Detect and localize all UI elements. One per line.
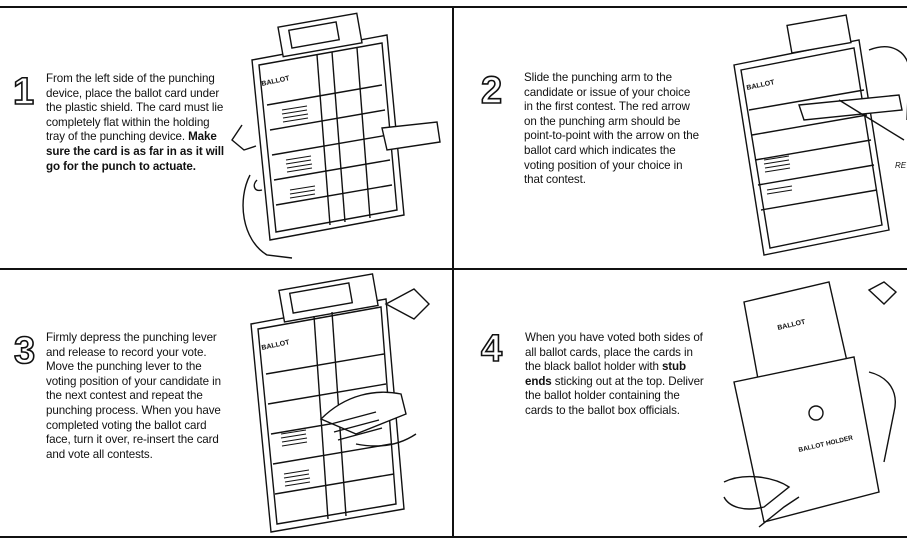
step-4-instructions: When you have voted both sides of all ba… [525, 331, 705, 419]
step-2-instructions: Slide the punching arm to the candidate … [524, 71, 699, 188]
punching-device-illustration-2: BALLOT RE [719, 10, 907, 260]
step-3-number: 3 [14, 332, 35, 370]
ballot-holder-illustration: BALLOT BALLOT HOLDER [704, 272, 904, 532]
step-2-number: 2 [481, 72, 502, 110]
step-3-text: Firmly depress the punching lever and re… [46, 331, 221, 461]
step-4-panel: 4 When you have voted both sides of all … [454, 270, 907, 536]
step-2-callout: RE [895, 161, 907, 170]
step-3-panel: 3 Firmly depress the punching lever and … [0, 270, 452, 536]
step-1-number: 1 [13, 73, 34, 111]
step-1-instructions: From the left side of the punching devic… [46, 72, 224, 174]
step-2-panel: 2 Slide the punching arm to the candidat… [454, 8, 907, 268]
step-4-number: 4 [481, 330, 502, 368]
step-2-text: Slide the punching arm to the candidate … [524, 71, 699, 186]
punching-device-illustration-3: BALLOT [236, 274, 436, 534]
step-4-text-continued: sticking out at the top. Deliver the bal… [525, 375, 704, 417]
step-3-instructions: Firmly depress the punching lever and re… [46, 331, 228, 462]
step-1-panel: 1 From the left side of the punching dev… [0, 8, 452, 268]
punching-device-illustration-1: BALLOT [232, 10, 447, 260]
